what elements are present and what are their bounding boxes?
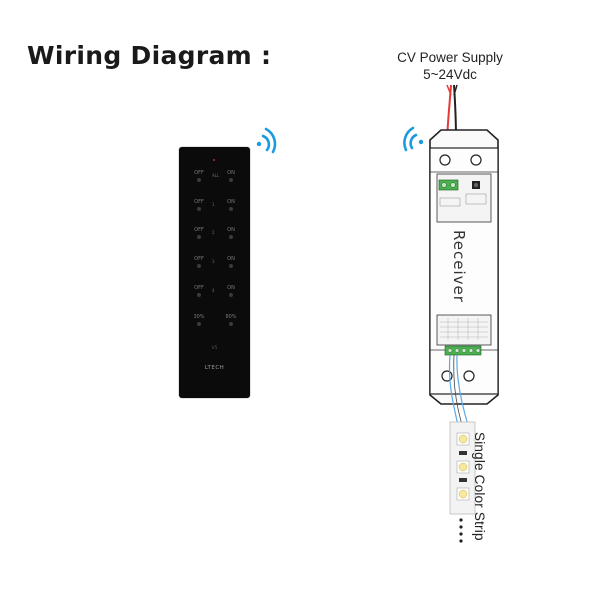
remote-indicator-light bbox=[213, 159, 215, 161]
remote-button-dot bbox=[197, 207, 201, 211]
remote-off-button[interactable]: 30% bbox=[193, 314, 205, 320]
remote-button-dot bbox=[229, 293, 233, 297]
remote-zone-label: 4 bbox=[212, 288, 215, 293]
remote-off-button[interactable]: OFF bbox=[194, 199, 204, 205]
remote-button-dot bbox=[197, 264, 201, 268]
remote-on-button[interactable]: ON bbox=[227, 256, 235, 262]
remote-model: V5 bbox=[211, 346, 218, 351]
remote-off-button[interactable]: OFF bbox=[194, 285, 204, 291]
remote-on-button[interactable]: ON bbox=[227, 227, 235, 233]
remote-brand: LTECH bbox=[204, 365, 225, 371]
strip-label: Single Color Strip bbox=[472, 432, 487, 541]
wireless-signal-icon bbox=[403, 126, 424, 152]
remote-button-dot bbox=[197, 235, 201, 239]
led-strip bbox=[449, 421, 476, 515]
remote-on-button[interactable]: ON bbox=[227, 285, 235, 291]
receiver-unit bbox=[429, 129, 499, 405]
remote-zone-label: ALL bbox=[212, 173, 220, 178]
power-supply-voltage: 5~24Vdc bbox=[423, 67, 477, 82]
receiver-label: Receiver bbox=[450, 230, 468, 303]
remote-off-button[interactable]: OFF bbox=[194, 256, 204, 262]
remote-on-button[interactable]: ON bbox=[227, 170, 235, 176]
remote-button-dot bbox=[229, 235, 233, 239]
remote-button-dot bbox=[197, 322, 201, 326]
output-wires bbox=[448, 354, 469, 426]
wireless-signal-icon bbox=[256, 127, 277, 154]
remote-button-dot bbox=[229, 264, 233, 268]
led-chip bbox=[456, 487, 470, 501]
remote-on-button[interactable]: 80% bbox=[225, 314, 237, 320]
remote-button-dot bbox=[197, 293, 201, 297]
remote-on-button[interactable]: ON bbox=[227, 199, 235, 205]
remote-off-button[interactable]: OFF bbox=[194, 227, 204, 233]
remote-button-dot bbox=[229, 178, 233, 182]
remote-zone-label: 3 bbox=[212, 259, 215, 264]
continuation-dots bbox=[459, 518, 463, 543]
led-chip bbox=[456, 460, 470, 474]
remote-button-dot bbox=[229, 207, 233, 211]
diagram-title: Wiring Diagram : bbox=[27, 41, 272, 70]
remote-button-dot bbox=[229, 322, 233, 326]
remote-zone-label: 2 bbox=[212, 230, 215, 235]
remote-off-button[interactable]: OFF bbox=[194, 170, 204, 176]
remote-zone-label: 1 bbox=[212, 202, 215, 207]
remote-button-dot bbox=[197, 178, 201, 182]
power-supply-name: CV Power Supply bbox=[397, 50, 503, 65]
led-chip bbox=[456, 432, 470, 446]
power-supply-label: CV Power Supply 5~24Vdc bbox=[380, 49, 520, 83]
